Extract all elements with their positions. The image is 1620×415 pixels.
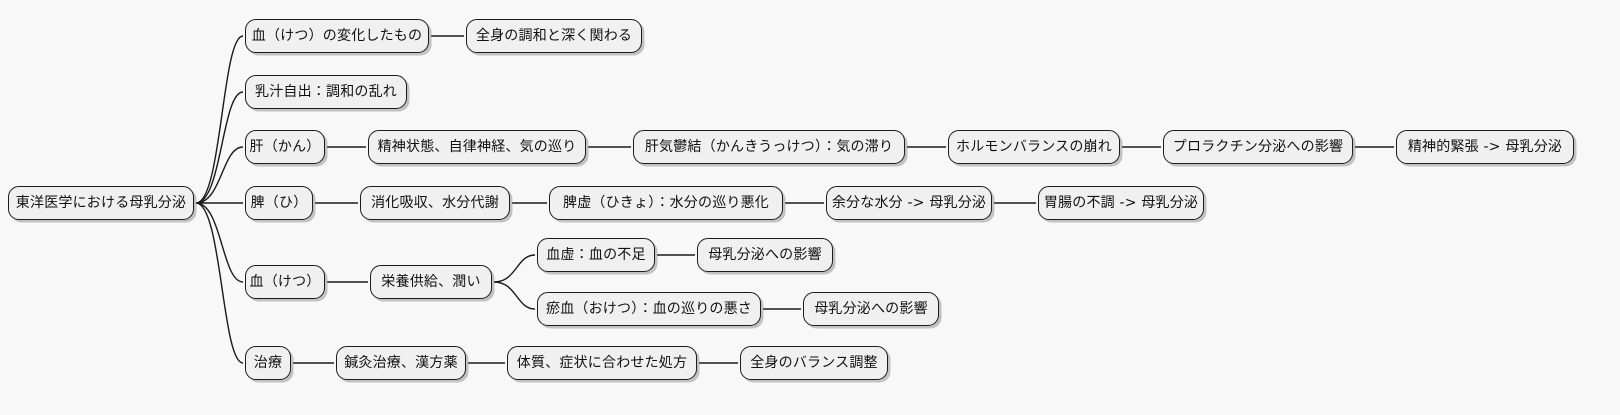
edge-root-to-n5 [195,202,244,283]
node-label: ホルモンバランスの崩れ [956,139,1112,155]
node-n5b[interactable]: 血虚：血の不足 [537,238,655,272]
edge-root-to-n3 [195,146,244,204]
node-label: 血（けつ）の変化したもの [251,28,423,44]
node-label: 血虚：血の不足 [546,247,646,263]
node-label: 脾虚（ひきょ）：水分の巡り悪化 [563,195,769,211]
root-node[interactable]: 東洋医学における母乳分泌 [8,186,194,220]
node-label: 消化吸収、水分代謝 [371,195,499,211]
node-label: 胃腸の不調 -> 母乳分泌 [1043,195,1199,211]
edge-n5a-to-n5c [493,281,536,310]
node-n4a[interactable]: 消化吸収、水分代謝 [360,186,510,220]
node-n1a[interactable]: 全身の調和と深く関わる [466,19,642,53]
node-label: 脾（ひ） [250,195,308,211]
node-label: 瘀血（おけつ）：血の巡りの悪さ [546,301,752,317]
node-n6a[interactable]: 鍼灸治療、漢方薬 [336,346,466,380]
node-label: 余分な水分 -> 母乳分泌 [831,195,987,211]
node-label: 肝（かん） [249,139,321,155]
node-n3c[interactable]: ホルモンバランスの崩れ [948,130,1120,164]
node-n3b[interactable]: 肝気鬱結（かんきうっけつ）：気の滞り [633,130,905,164]
node-label: プロラクチン分泌への影響 [1172,139,1344,155]
node-label: 母乳分泌への影響 [708,247,822,263]
node-n4d[interactable]: 胃腸の不調 -> 母乳分泌 [1038,186,1204,220]
node-n6c[interactable]: 全身のバランス調整 [740,346,888,380]
node-n4c[interactable]: 余分な水分 -> 母乳分泌 [826,186,992,220]
edge-n5a-to-n5b [493,254,536,283]
node-label: 精神状態、自律神経、気の巡り [377,139,577,155]
node-n3a[interactable]: 精神状態、自律神経、気の巡り [368,130,586,164]
node-n3[interactable]: 肝（かん） [245,130,325,164]
node-n5c1[interactable]: 母乳分泌への影響 [803,292,939,326]
node-label: 精神的緊張 -> 母乳分泌 [1407,139,1563,155]
node-label: 治療 [253,355,283,371]
node-n2[interactable]: 乳汁自出：調和の乱れ [245,75,407,109]
node-label: 全身の調和と深く関わる [475,28,633,44]
node-n5c[interactable]: 瘀血（おけつ）：血の巡りの悪さ [537,292,761,326]
node-n6[interactable]: 治療 [245,346,291,380]
node-n3e[interactable]: 精神的緊張 -> 母乳分泌 [1396,130,1574,164]
node-label: 栄養供給、潤い [381,274,481,290]
edge-root-to-n1 [195,35,244,204]
node-n4[interactable]: 脾（ひ） [245,186,313,220]
node-n5a[interactable]: 栄養供給、潤い [370,265,492,299]
node-n6b[interactable]: 体質、症状に合わせた処方 [507,346,697,380]
node-label: 全身のバランス調整 [750,355,878,371]
node-label: 鍼灸治療、漢方薬 [344,355,458,371]
node-n5[interactable]: 血（けつ） [245,265,325,299]
node-label: 母乳分泌への影響 [814,301,928,317]
edge-root-to-n6 [195,202,244,364]
node-n3d[interactable]: プロラクチン分泌への影響 [1163,130,1353,164]
node-n4b[interactable]: 脾虚（ひきょ）：水分の巡り悪化 [549,186,783,220]
node-label: 肝気鬱結（かんきうっけつ）：気の滞り [644,139,894,155]
node-label: 体質、症状に合わせた処方 [516,355,688,371]
node-label: 血（けつ） [249,274,321,290]
node-n1[interactable]: 血（けつ）の変化したもの [245,19,429,53]
edge-root-to-n2 [195,91,244,204]
node-label: 乳汁自出：調和の乱れ [255,84,397,100]
node-label: 東洋医学における母乳分泌 [15,195,187,211]
node-n5b1[interactable]: 母乳分泌への影響 [697,238,833,272]
